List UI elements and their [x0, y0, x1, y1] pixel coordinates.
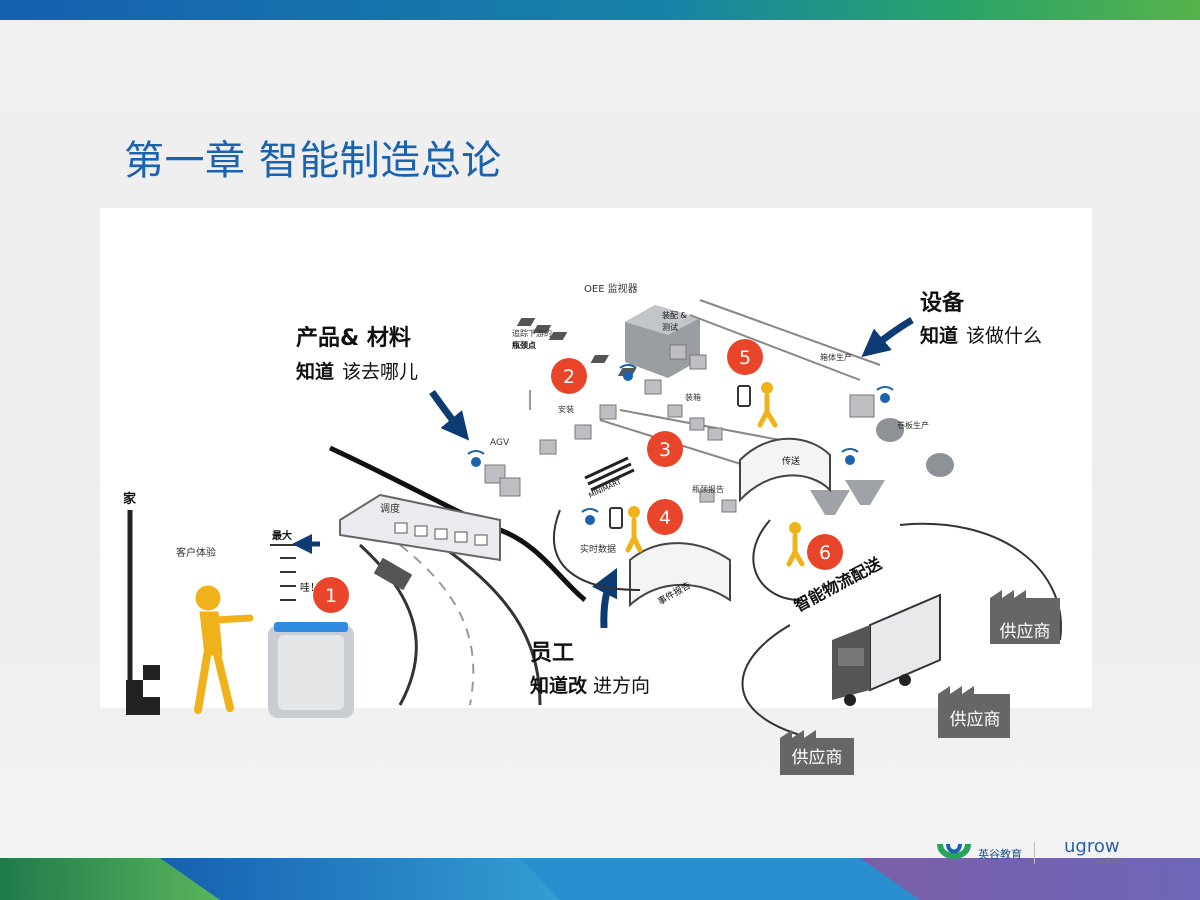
svg-text:1: 1	[325, 585, 337, 607]
svg-text:最大: 最大	[272, 529, 292, 542]
svg-text:设备: 设备	[920, 290, 965, 316]
svg-text:瓶颈点: 瓶颈点	[512, 340, 536, 350]
logistics-arc-bottom	[741, 624, 801, 736]
flow-curve	[553, 509, 641, 591]
factory-small-labels: 追踪下游的 瓶颈点 AGV 安装 装箱 箱体生产 卷板生产 瓶颈报告 实时数据	[490, 328, 929, 555]
svg-text:产品& 材料: 产品& 材料	[296, 326, 411, 351]
arrow-product-material	[429, 389, 470, 441]
headline-product-material: 产品& 材料 知道 该去哪儿	[296, 326, 418, 383]
svg-text:传送: 传送	[782, 455, 800, 467]
headline-staff: 员工 知道改 进方向	[530, 641, 650, 697]
arrow-staff	[591, 567, 618, 629]
hoppers-icon	[810, 480, 885, 515]
svg-text:6: 6	[819, 542, 831, 564]
supplier-badge-3: 供应商	[780, 730, 854, 775]
svg-text:AGV: AGV	[490, 438, 510, 448]
headline-equipment: 设备 知道 该做什么	[920, 290, 1042, 347]
logo-brand-sub: 121教英谷	[1094, 858, 1124, 865]
bottom-decor-band	[0, 858, 1200, 900]
svg-text:OEE 监视器: OEE 监视器	[584, 282, 638, 295]
svg-text:知道: 知道	[296, 360, 334, 383]
home-scale: 家	[123, 491, 160, 715]
event-shed: 事件报告	[629, 542, 731, 608]
logo-divider	[1034, 842, 1035, 864]
dispatch-board: 调度	[339, 493, 501, 562]
supplier-badge-2: 供应商	[938, 686, 1010, 738]
truck-icon	[832, 593, 941, 706]
supplier-badge-1: 供应商	[990, 590, 1060, 644]
svg-text:员工: 员工	[530, 641, 574, 666]
badge-1: 1	[313, 577, 349, 613]
wifi-icon	[467, 364, 894, 525]
svg-text:知道: 知道	[920, 324, 958, 347]
minimart-stripes	[584, 456, 635, 492]
badge-3: 3	[647, 431, 683, 467]
svg-text:实时数据: 实时数据	[580, 543, 616, 555]
tablet-icon	[609, 385, 751, 529]
max-gauge: 最大 哇！	[270, 529, 320, 601]
transport-shed: 传送	[739, 437, 831, 503]
oee-monitor-box: OEE 监视器 装配 & 测试	[584, 282, 700, 378]
road	[358, 543, 542, 706]
svg-text:进方向: 进方向	[593, 675, 650, 697]
svg-text:知道改: 知道改	[530, 674, 588, 697]
svg-text:供应商: 供应商	[1000, 622, 1051, 642]
machines	[484, 344, 875, 513]
badge-4: 4	[647, 499, 683, 535]
page-title: 第一章 智能制造总论	[124, 138, 502, 184]
svg-text:该做什么: 该做什么	[966, 325, 1042, 347]
brand-logo: 英谷教育 ugrow 121教英谷	[936, 836, 1176, 868]
badge-5: 5	[727, 339, 763, 375]
rolls-icon	[876, 418, 954, 477]
flow-curve-2	[752, 519, 801, 601]
svg-text:卷板生产: 卷板生产	[897, 420, 929, 430]
svg-text:4: 4	[659, 507, 671, 529]
svg-text:调度: 调度	[380, 502, 400, 515]
svg-text:箱体生产: 箱体生产	[820, 352, 852, 362]
arrow-equipment	[861, 316, 914, 358]
svg-text:3: 3	[659, 439, 671, 461]
svg-text:5: 5	[739, 347, 751, 369]
svg-text:瓶颈报告: 瓶颈报告	[692, 484, 724, 494]
home-label: 家	[123, 491, 137, 507]
customer-experience-label: 客户体验	[176, 546, 216, 559]
svg-text:供应商: 供应商	[950, 710, 1001, 730]
customer-figure-icon	[194, 585, 254, 714]
svg-text:该去哪儿: 该去哪儿	[342, 361, 418, 383]
tank-icon	[268, 622, 354, 718]
svg-text:供应商: 供应商	[792, 748, 843, 768]
svg-text:安装: 安装	[558, 404, 574, 414]
svg-text:装配 &: 装配 &	[662, 310, 687, 320]
badge-2: 2	[551, 358, 587, 394]
logo-brand: ugrow	[1064, 836, 1120, 857]
badge-6: 6	[807, 534, 843, 570]
svg-text:2: 2	[563, 366, 575, 388]
logo-name: 英谷教育	[978, 848, 1022, 861]
svg-text:装箱: 装箱	[685, 392, 701, 402]
logo-mark-icon	[937, 843, 971, 859]
svg-text:追踪下游的: 追踪下游的	[512, 328, 552, 338]
worker-icon	[625, 382, 805, 567]
top-gradient-bar	[0, 0, 1200, 20]
svg-text:测试: 测试	[662, 322, 678, 332]
